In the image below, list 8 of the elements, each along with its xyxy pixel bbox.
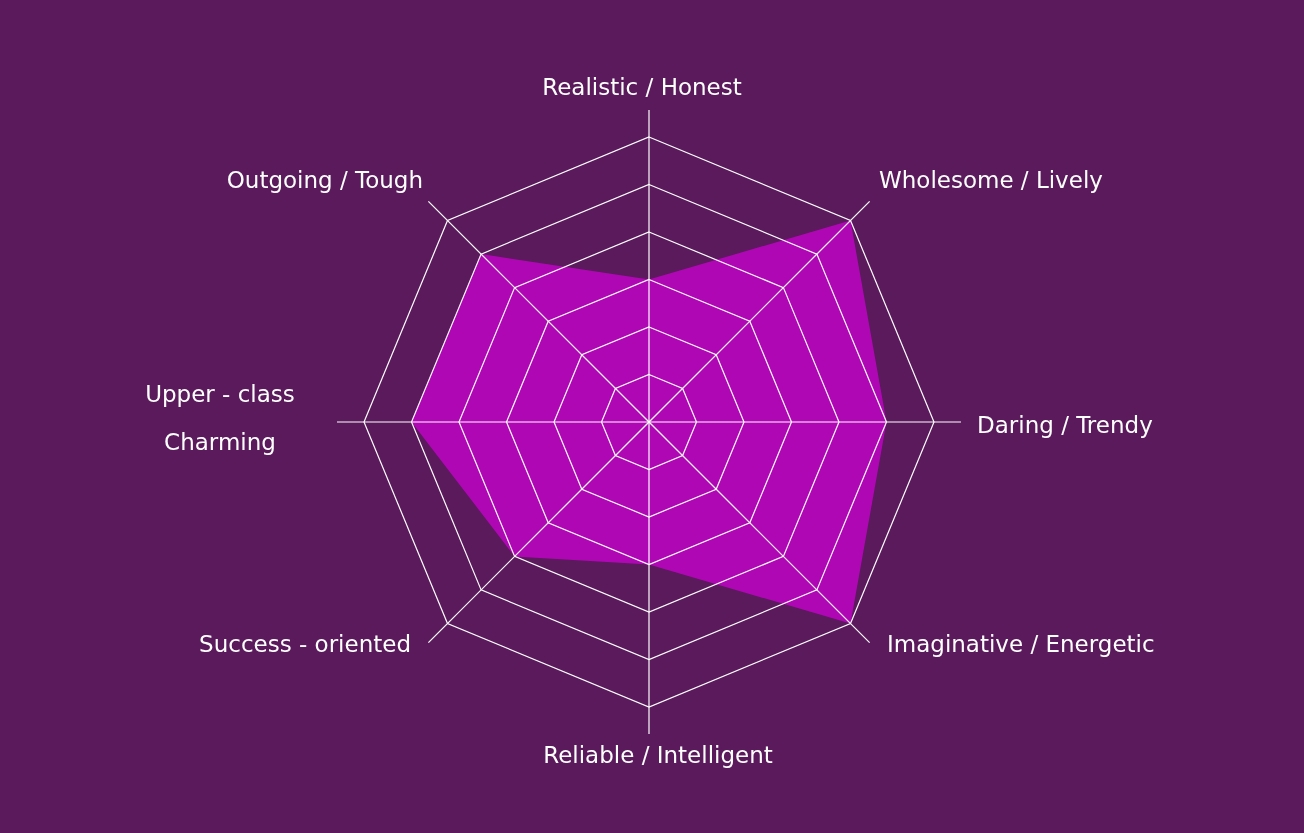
axis-label: Imaginative / Energetic <box>887 630 1155 659</box>
axis-label: Reliable / Intelligent <box>543 741 773 770</box>
axis-label: Outgoing / Tough <box>226 166 423 195</box>
axis-label: Success - oriented <box>199 630 411 659</box>
axis-label: Daring / Trendy <box>977 411 1153 440</box>
axis-label: Realistic / Honest <box>542 73 742 102</box>
axis-label: Wholesome / Lively <box>879 166 1103 195</box>
axis-label: Upper - class Charming <box>144 380 296 457</box>
